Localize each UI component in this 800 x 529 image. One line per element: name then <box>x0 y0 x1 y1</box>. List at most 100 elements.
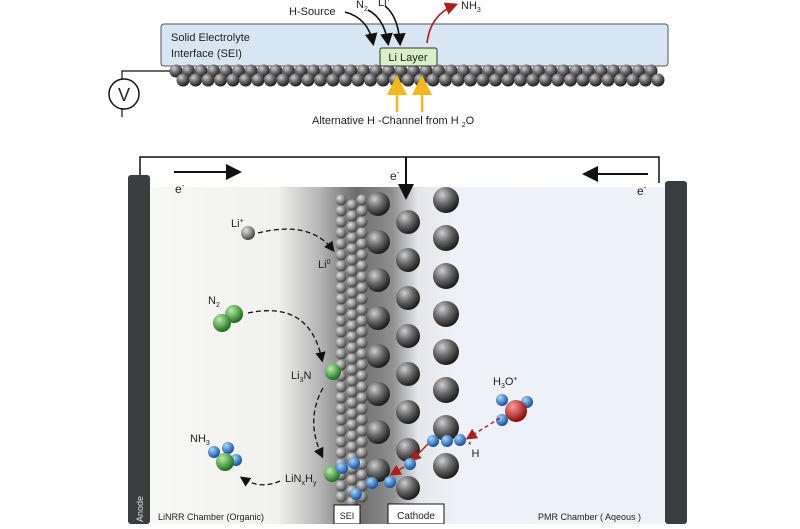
sei-atom <box>346 342 358 354</box>
sei-atom <box>356 216 368 228</box>
sei-atoms <box>335 194 368 508</box>
left-chamber-label: LiNRR Chamber (Organic) <box>158 512 264 522</box>
electrode-atom <box>401 73 415 87</box>
sei-atom <box>335 238 347 250</box>
sei-atom <box>346 397 358 409</box>
cathode-atom <box>366 344 390 368</box>
li-ion-atom <box>241 226 255 240</box>
sei-atom <box>335 348 347 360</box>
cathode-atom <box>433 415 459 441</box>
sei-atom <box>335 403 347 415</box>
electron-label-left: e- <box>175 181 185 196</box>
nh3-hydrogen-atom <box>208 446 220 458</box>
sei-atom <box>356 414 368 426</box>
sei-atom <box>356 304 368 316</box>
sei-atom <box>356 260 368 272</box>
cathode-atom <box>396 248 420 272</box>
sei-atom <box>346 265 358 277</box>
sei-atom <box>356 348 368 360</box>
sei-atom <box>335 414 347 426</box>
sei-atom <box>335 227 347 239</box>
sei-atom <box>346 298 358 310</box>
cathode-atom <box>433 225 459 251</box>
sei-atom <box>346 375 358 387</box>
li-ion-label: Li+ <box>378 0 391 9</box>
nh3-hydrogen-atom <box>222 442 234 454</box>
sei-atom <box>356 271 368 283</box>
electrode-atom <box>576 73 590 87</box>
cell-background <box>150 187 665 524</box>
electrode-atom <box>264 73 277 87</box>
electrode-atom <box>551 73 565 87</box>
linxhy-label: LiNxHy <box>285 473 317 487</box>
sei-atom <box>346 232 358 244</box>
sei-atom <box>346 364 358 376</box>
sei-atom <box>335 326 347 338</box>
sei-atom <box>335 425 347 437</box>
sei-atom <box>356 326 368 338</box>
sei-atom <box>356 205 368 217</box>
electrode-atom <box>601 73 615 87</box>
sei-atom <box>346 320 358 332</box>
sei-atom <box>356 238 368 250</box>
cathode-atom <box>396 476 420 500</box>
sei-atom <box>356 381 368 393</box>
sei-atom <box>335 205 347 217</box>
sei-atom <box>356 249 368 261</box>
cathode-atom <box>366 420 390 444</box>
sei-label-line1: Solid Electrolyte <box>171 32 250 44</box>
cathode-atom <box>366 268 390 292</box>
sei-atom <box>346 199 358 211</box>
voltmeter-wire <box>121 70 170 79</box>
cathode-atom <box>366 306 390 330</box>
cathode-atom <box>433 263 459 289</box>
h-transfer-arrow-1 <box>410 443 429 462</box>
sei-atom <box>356 227 368 239</box>
electrode-atom <box>214 73 227 87</box>
n2-to-li3n-arrow <box>247 310 326 363</box>
cathode-atom <box>396 400 420 424</box>
sei-hydrogen-atom <box>350 488 362 500</box>
electrode-atom <box>339 73 352 87</box>
adsorbed-hydrogen-atom <box>441 435 453 447</box>
sei-atom <box>356 370 368 382</box>
sei-atom <box>346 386 358 398</box>
sei-atom <box>335 216 347 228</box>
cathode-atom <box>396 210 420 234</box>
sei-atom <box>356 480 368 492</box>
adsorbed-hydrogen-atom <box>404 458 416 470</box>
right-electrode <box>665 181 687 524</box>
cathode-atom <box>433 453 459 479</box>
sei-atom <box>346 221 358 233</box>
linxhy-nitrogen-atom <box>324 466 340 482</box>
li3n-label: Li3N <box>291 370 311 384</box>
sei-atom <box>356 359 368 371</box>
cathode-atom <box>366 230 390 254</box>
sei-atom <box>335 447 347 459</box>
sei-atom <box>346 287 358 299</box>
electrode-atom <box>251 73 265 87</box>
electrode-atom-layer <box>169 64 665 87</box>
electrode-atom <box>301 73 315 87</box>
adsorbed-hydrogen-atom <box>427 435 439 447</box>
sei-atom <box>335 260 347 272</box>
sei-atom <box>335 480 347 492</box>
bottom-panel: Anode e- e- e- Li+ Li0 N2 Li3N LiNxHy NH… <box>128 156 687 525</box>
nh3-label: NH3 <box>461 0 481 14</box>
electrode-atom <box>476 73 490 87</box>
electrode-atom <box>326 73 340 87</box>
li3n-nitrogen-atom <box>325 364 341 380</box>
electrode-atom <box>426 73 440 87</box>
sei-atom <box>335 249 347 261</box>
electrode-atom <box>626 73 640 87</box>
sei-hydrogen-atom <box>366 477 378 489</box>
h3o-oxygen-atom <box>505 400 527 422</box>
sei-atom <box>356 392 368 404</box>
sei-atom <box>356 403 368 415</box>
linxhy-to-nh3-arrow <box>239 476 281 487</box>
h3o-hydrogen-atom <box>496 394 508 406</box>
electrode-atom <box>201 73 215 87</box>
sei-atom <box>356 447 368 459</box>
voltmeter-label: V <box>118 85 130 105</box>
